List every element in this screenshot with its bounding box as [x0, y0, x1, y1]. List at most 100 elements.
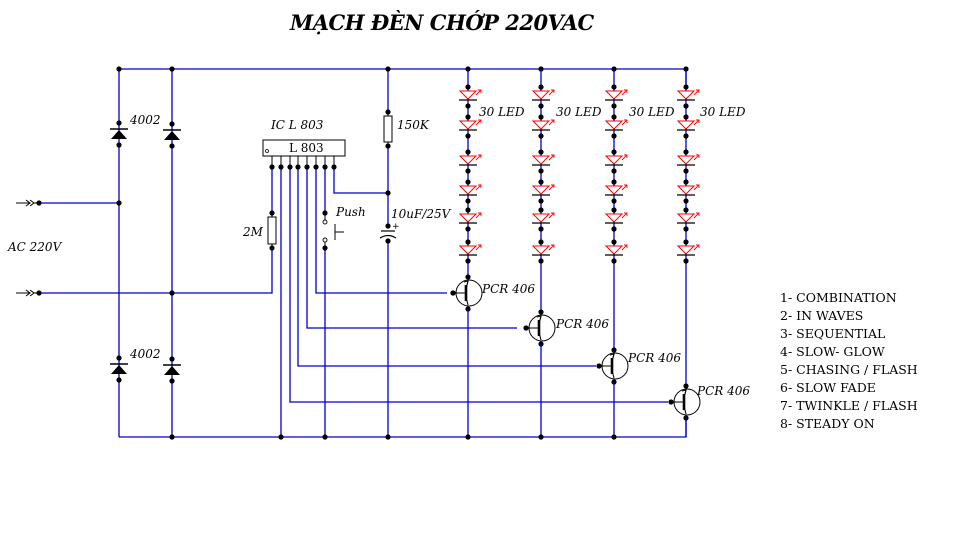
led-triangle: [676, 90, 696, 100]
led-icon: [531, 239, 555, 264]
led-icon: [604, 207, 628, 232]
transistor-terminal: [611, 347, 617, 353]
led-string-label-2: 30 LED: [556, 105, 602, 119]
transistor-collector-lead: [538, 331, 542, 341]
top-bus-wire: [119, 68, 687, 85]
terminal-dot: [36, 290, 42, 296]
diode-triangle: [164, 131, 180, 140]
led-string-1: [458, 69, 482, 277]
mode-item: 3- SEQUENTIAL: [780, 326, 886, 341]
capacitor-10uf-icon: +: [379, 222, 400, 244]
led-emission-arrow: [548, 184, 555, 191]
led-terminal: [611, 114, 617, 120]
led-emission-arrow: [548, 89, 555, 96]
arrow-head: [25, 289, 31, 297]
led-terminal: [465, 133, 471, 139]
led-emission-arrow: [551, 244, 555, 248]
push-button-label: Push: [335, 205, 366, 219]
led-terminal: [465, 168, 471, 174]
ground-junction: [465, 434, 471, 440]
led-emission-arrow: [621, 212, 628, 219]
transistor-terminal: [538, 309, 544, 315]
led-emission-arrow: [696, 212, 700, 216]
led-icon: [458, 114, 482, 139]
led-icon: [458, 84, 482, 109]
led-triangle: [531, 155, 551, 165]
led-terminal: [538, 84, 544, 90]
transistor-collector-lead: [465, 296, 469, 306]
ic-l803-chip: [262, 139, 346, 170]
led-terminal: [538, 168, 544, 174]
junction-dot: [385, 434, 391, 440]
resistor-terminal: [385, 143, 391, 149]
led-emission-arrow: [475, 119, 482, 126]
transistor-emitter-arrow: [536, 315, 542, 321]
led-terminal: [538, 198, 544, 204]
led-emission-arrow: [548, 244, 555, 251]
led-terminal: [611, 103, 617, 109]
led-emission-arrow: [475, 184, 482, 191]
led-icon: [604, 114, 628, 139]
led-string-label-4: 30 LED: [700, 105, 746, 119]
switch-terminal: [322, 245, 328, 251]
led-triangle: [531, 213, 551, 223]
switch-contact: [322, 219, 328, 225]
led-triangle: [531, 245, 551, 255]
led-terminal: [683, 149, 689, 155]
led-triangle: [604, 120, 624, 130]
led-emission-arrow: [621, 184, 628, 191]
resistor-body: [267, 216, 277, 245]
led-terminal: [683, 258, 689, 264]
diagram-title: MẠCH ĐÈN CHỚP 220VAC: [289, 10, 595, 35]
led-triangle: [676, 120, 696, 130]
diode-label-top: 4002: [129, 113, 161, 127]
led-emission-arrow: [624, 119, 628, 123]
transistor-base-terminal: [596, 363, 602, 369]
led-terminal: [683, 226, 689, 232]
ic-body: [262, 139, 346, 157]
arrow-head: [25, 199, 31, 207]
transistor-label-3: PCR 406: [627, 351, 681, 365]
led-terminal: [683, 207, 689, 213]
led-emission-arrow: [548, 212, 555, 219]
diode-terminal: [116, 142, 122, 148]
ic-pin4-wire: [297, 167, 596, 367]
ic-pin-8: [331, 164, 337, 170]
bottom-bus-wire: [119, 420, 687, 438]
ic-caption: IC L 803: [270, 118, 324, 132]
led-terminal: [538, 149, 544, 155]
led-emission-arrow: [693, 184, 700, 191]
transistor-base-terminal: [668, 399, 674, 405]
led-icon: [676, 114, 700, 139]
led-triangle: [531, 120, 551, 130]
diode-terminal: [169, 143, 175, 149]
transistor-base-terminal: [450, 290, 456, 296]
led-icon: [604, 179, 628, 204]
led-terminal: [683, 84, 689, 90]
wires: [39, 68, 687, 438]
led-emission-arrow: [548, 119, 555, 126]
led-emission-arrow: [696, 244, 700, 248]
led-emission-arrow: [624, 212, 628, 216]
led-emission-arrow: [696, 184, 700, 188]
ic-body-label: L 803: [289, 141, 324, 155]
led-terminal: [465, 207, 471, 213]
capacitor-polarity-mark: +: [392, 222, 400, 232]
led-triangle: [676, 155, 696, 165]
mode-item: 7- TWINKLE / FLASH: [780, 398, 918, 413]
led-emission-arrow: [693, 89, 700, 96]
resistor-2m-icon: [267, 210, 277, 251]
ac-input-2-wire: [39, 248, 273, 294]
junction-dot: [169, 290, 175, 296]
transistor-label-2: PCR 406: [555, 317, 609, 331]
ic-pin-6: [313, 164, 319, 170]
led-terminal: [465, 258, 471, 264]
led-icon: [676, 207, 700, 232]
components-layer: +: [16, 66, 701, 440]
led-emission-arrow: [696, 89, 700, 93]
led-triangle: [676, 213, 696, 223]
diode-triangle: [164, 366, 180, 375]
led-terminal: [465, 114, 471, 120]
transistor-collector-lead: [683, 405, 687, 415]
led-terminal: [465, 103, 471, 109]
